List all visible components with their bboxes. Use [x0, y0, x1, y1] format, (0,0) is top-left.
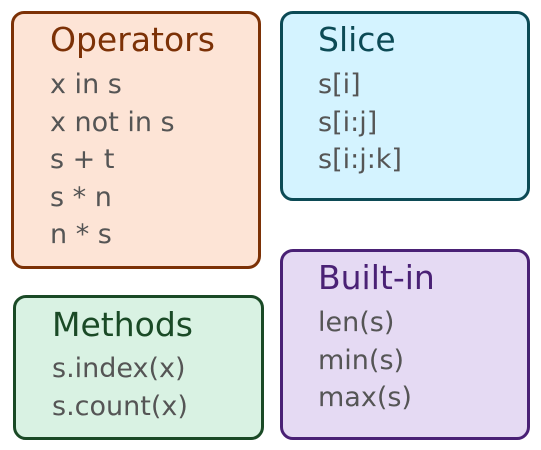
builtin-item: len(s) [318, 307, 395, 338]
builtin-item: min(s) [318, 344, 405, 376]
operator-item: x not in s [50, 106, 175, 138]
slice-title: Slice [318, 20, 396, 59]
slice-card: Slice s[i] s[i:j] s[i:j:k] [280, 11, 530, 201]
operator-item: s + t [50, 144, 115, 175]
methods-list: s.index(x) s.count(x) [52, 350, 188, 425]
builtin-card: Built-in len(s) min(s) max(s) [280, 249, 530, 440]
slice-item: s[i:j:k] [318, 144, 402, 175]
builtin-title: Built-in [318, 258, 435, 297]
methods-card: Methods s.index(x) s.count(x) [13, 295, 264, 440]
builtin-item: max(s) [318, 382, 412, 413]
operators-title: Operators [50, 20, 215, 59]
operators-list: x in s x not in s s + t s * n n * s [50, 66, 175, 254]
operator-item: n * s [50, 219, 112, 250]
slice-list: s[i] s[i:j] s[i:j:k] [318, 66, 402, 179]
operators-card: Operators x in s x not in s s + t s * n … [11, 11, 261, 269]
operator-item: x in s [50, 69, 122, 100]
method-item: s.count(x) [52, 390, 188, 422]
slice-item: s[i:j] [318, 106, 378, 138]
builtin-list: len(s) min(s) max(s) [318, 304, 412, 417]
operator-item: s * n [50, 181, 112, 213]
slice-item: s[i] [318, 69, 361, 100]
methods-title: Methods [52, 305, 193, 344]
method-item: s.index(x) [52, 353, 186, 384]
